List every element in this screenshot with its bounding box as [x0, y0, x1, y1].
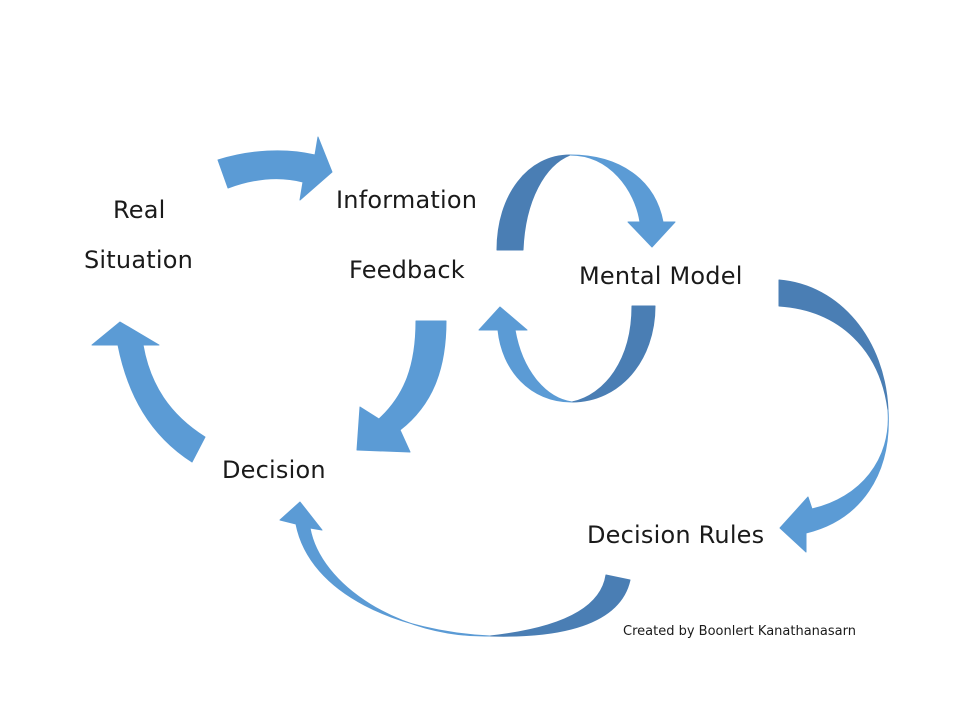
node-information-feedback-line-1: Information: [336, 186, 478, 214]
node-decision: Decision: [222, 456, 326, 484]
arrow-decision-rules-to-decision-back: [489, 574, 631, 637]
arrow-information-feedback-to-mental-model: [569, 154, 676, 248]
arrow-information-feedback-to-decision: [356, 320, 447, 453]
arrow-mental-model-to-decision-rules-back: [778, 279, 889, 411]
node-information-feedback-line-2: Feedback: [349, 256, 465, 284]
arrow-mental-model-to-information-feedback: [478, 306, 573, 403]
arrow-decision-rules-to-decision: [279, 501, 491, 637]
arrow-mental-model-to-information-feedback-back: [571, 305, 656, 403]
arrow-decision-to-real-situation: [91, 321, 206, 463]
credit-text: Created by Boonlert Kanathanasarn: [623, 624, 856, 639]
node-real-situation-line-2: Situation: [84, 246, 194, 274]
node-decision-rules: Decision Rules: [587, 521, 765, 549]
node-mental-model: Mental Model: [579, 262, 743, 290]
arrow-real-situation-to-information-feedback: [217, 136, 333, 201]
arrow-information-feedback-to-mental-model-back: [496, 154, 571, 251]
arrow-mental-model-to-decision-rules: [779, 409, 889, 553]
node-real-situation-line-1: Real: [113, 196, 166, 224]
